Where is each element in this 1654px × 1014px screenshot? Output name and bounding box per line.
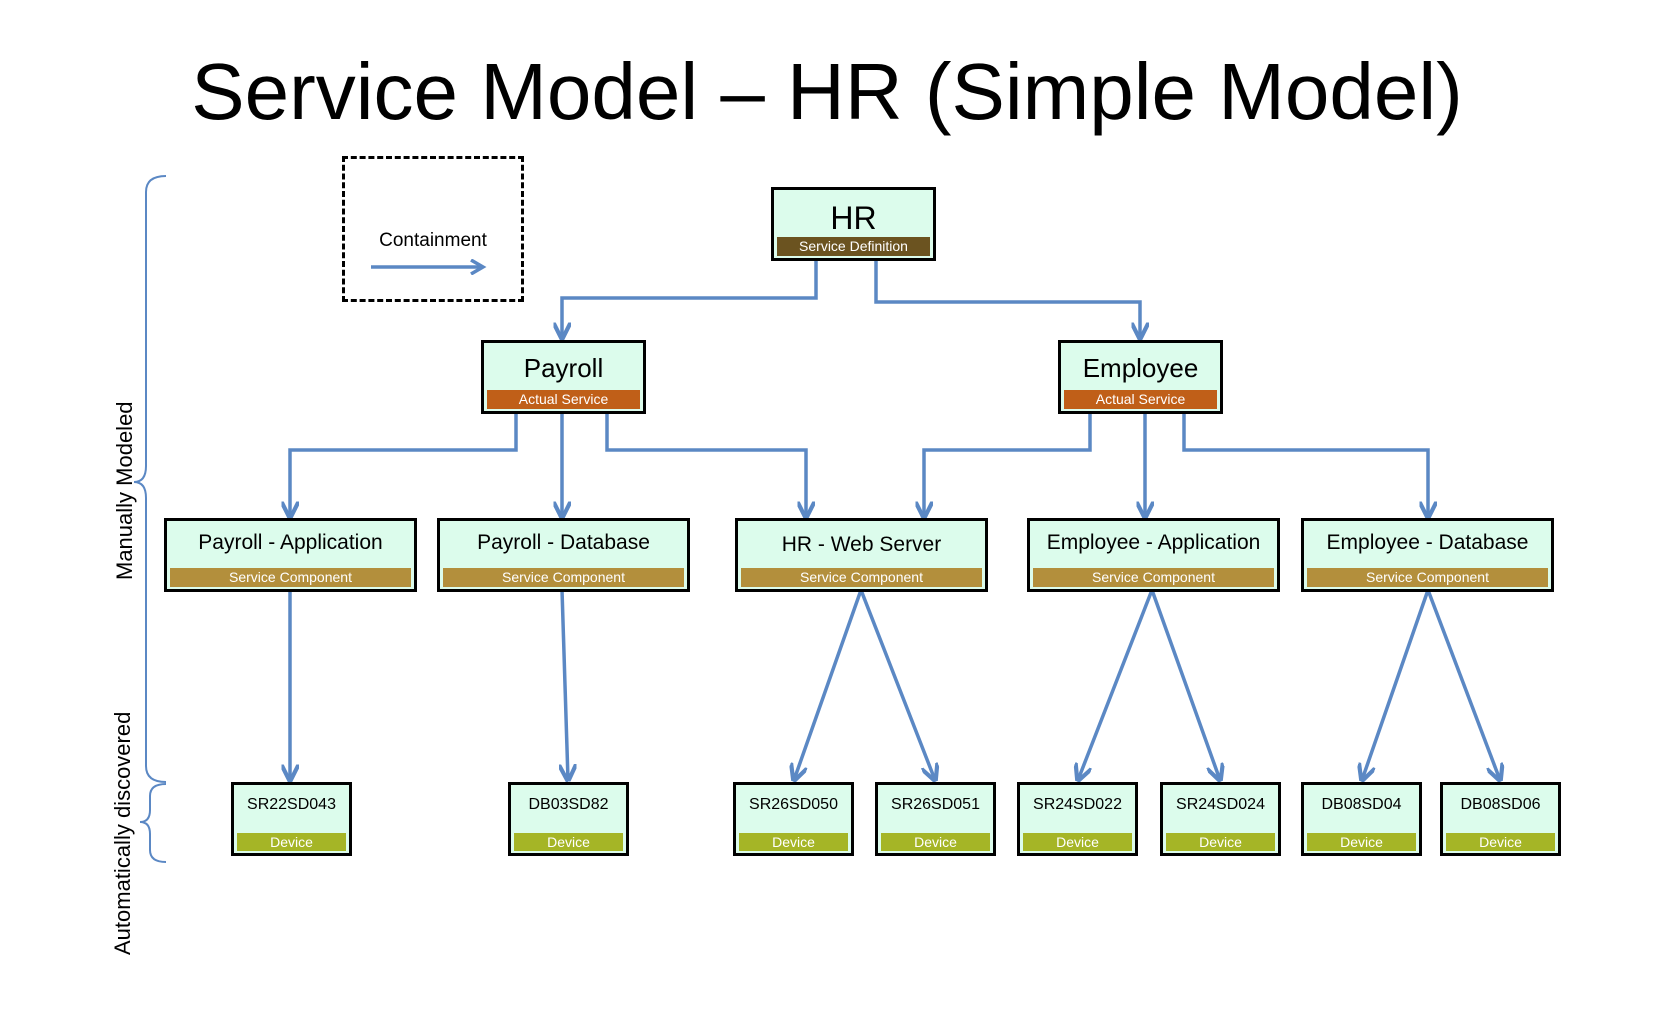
node-hr-web-server[interactable]: HR - Web Server Service Component	[735, 518, 988, 592]
node-name: DB08SD06	[1460, 796, 1541, 813]
node-device-sr24sd022[interactable]: SR24SD022 Device	[1017, 782, 1138, 856]
node-type-badge: Device	[1166, 833, 1275, 851]
node-type-badge: Device	[739, 833, 848, 851]
node-name: Payroll	[523, 353, 604, 383]
legend-box: Containment	[342, 156, 524, 302]
brace-manually-modeled	[133, 175, 167, 783]
node-name: Employee - Application	[1046, 531, 1261, 554]
node-type-badge: Device	[1023, 833, 1132, 851]
node-name: HR - Web Server	[781, 533, 942, 556]
node-device-sr26sd050[interactable]: SR26SD050 Device	[733, 782, 854, 856]
node-type-badge: Device	[237, 833, 346, 851]
containment-arrow-icon	[371, 259, 487, 275]
node-employee[interactable]: Employee Actual Service	[1058, 340, 1223, 414]
edge-employee-hr-web	[924, 413, 1092, 517]
edge-payroll-hr-web	[605, 413, 806, 517]
node-employee-database[interactable]: Employee - Database Service Component	[1301, 518, 1554, 592]
node-name: DB08SD04	[1321, 796, 1402, 813]
node-device-sr24sd024[interactable]: SR24SD024 Device	[1160, 782, 1281, 856]
brace-automatically-discovered	[139, 783, 167, 863]
node-payroll[interactable]: Payroll Actual Service	[481, 340, 646, 414]
edge-employee-employee-db	[1182, 413, 1428, 517]
node-device-db08sd04[interactable]: DB08SD04 Device	[1301, 782, 1422, 856]
node-device-db08sd06[interactable]: DB08SD06 Device	[1440, 782, 1561, 856]
node-name: Payroll - Application	[198, 531, 383, 554]
node-type-badge: Service Component	[170, 568, 411, 587]
node-device-db03sd82[interactable]: DB03SD82 Device	[508, 782, 629, 856]
edge-payroll-payroll-app	[290, 413, 518, 517]
node-type-badge: Device	[881, 833, 990, 851]
edge-employee-db-db08sd06	[1426, 589, 1500, 780]
node-type-badge: Actual Service	[1064, 390, 1217, 409]
node-name: SR24SD022	[1033, 796, 1122, 813]
node-employee-application[interactable]: Employee - Application Service Component	[1027, 518, 1280, 592]
edge-employee-app-sr24sd022	[1078, 589, 1154, 780]
edge-hr-web-sr26sd050	[794, 589, 863, 780]
node-type-badge: Device	[1307, 833, 1416, 851]
edge-employee-db-db08sd04	[1362, 589, 1430, 780]
automatically-discovered-label: Automatically discovered	[110, 711, 135, 955]
node-type-badge: Actual Service	[487, 390, 640, 409]
node-type-badge: Service Component	[443, 568, 684, 587]
legend-label: Containment	[379, 230, 487, 251]
node-name: SR22SD043	[247, 796, 336, 813]
node-name: HR	[830, 200, 877, 236]
edge-hr-web-sr26sd051	[859, 589, 935, 780]
node-type-badge: Service Definition	[777, 237, 930, 256]
node-hr[interactable]: HR Service Definition	[771, 187, 936, 261]
node-name: Payroll - Database	[477, 531, 650, 554]
node-name: DB03SD82	[528, 796, 609, 813]
node-device-sr26sd051[interactable]: SR26SD051 Device	[875, 782, 996, 856]
node-payroll-application[interactable]: Payroll - Application Service Component	[164, 518, 417, 592]
node-payroll-database[interactable]: Payroll - Database Service Component	[437, 518, 690, 592]
node-name: Employee	[1082, 353, 1199, 383]
node-type-badge: Device	[514, 833, 623, 851]
node-type-badge: Service Component	[1307, 568, 1548, 587]
node-type-badge: Service Component	[741, 568, 982, 587]
edge-payroll-db-db03sd82	[562, 589, 568, 780]
node-name: SR26SD050	[749, 796, 838, 813]
node-type-badge: Service Component	[1033, 568, 1274, 587]
node-name: SR24SD024	[1176, 796, 1265, 813]
node-name: SR26SD051	[891, 796, 980, 813]
edge-hr-employee	[874, 260, 1140, 338]
diagram-title: Service Model – HR (Simple Model)	[191, 47, 1463, 136]
node-device-sr22sd043[interactable]: SR22SD043 Device	[231, 782, 352, 856]
edge-employee-app-sr24sd024	[1150, 589, 1220, 780]
edge-hr-payroll	[562, 260, 818, 338]
node-type-badge: Device	[1446, 833, 1555, 851]
node-name: Employee - Database	[1326, 531, 1529, 554]
manually-modeled-label: Manually Modeled	[112, 401, 137, 580]
